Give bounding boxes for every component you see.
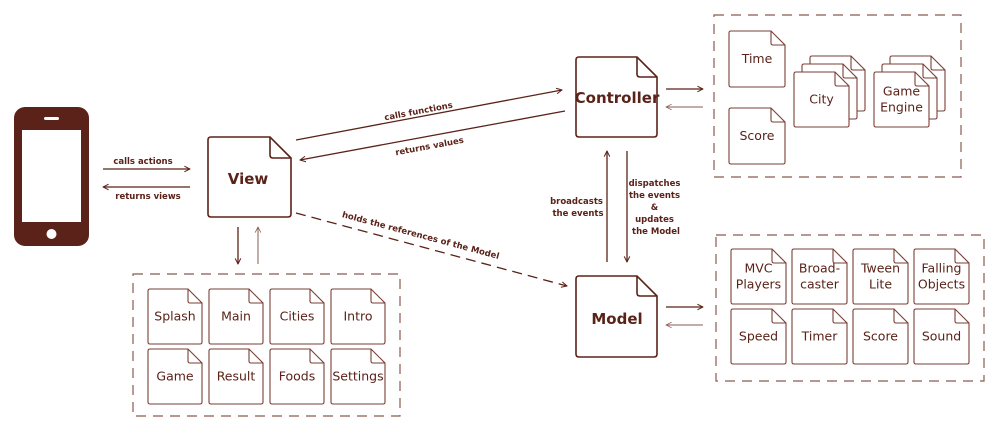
dispatches-line-5: the Model xyxy=(632,227,680,237)
controller-item-score-label: Score xyxy=(739,128,774,143)
controller-item-score[interactable]: Score xyxy=(728,107,786,165)
view-item-foods-label: Foods xyxy=(279,369,316,384)
model-group-edges xyxy=(666,307,703,325)
view-label: View xyxy=(228,170,269,188)
view-item-foods[interactable]: Foods xyxy=(269,348,325,405)
view-item-cities-label: Cities xyxy=(280,309,315,324)
view-item-main[interactable]: Main xyxy=(208,288,264,345)
view-item-settings-label: Settings xyxy=(332,369,383,384)
view-item-settings[interactable]: Settings xyxy=(330,348,386,405)
smartphone-icon xyxy=(14,107,89,246)
view-item-game-label: Game xyxy=(156,369,194,384)
model-item-score-label: Score xyxy=(863,329,898,344)
view-item-cities[interactable]: Cities xyxy=(269,288,325,345)
model-item-broadcaster[interactable]: Broad-caster xyxy=(791,248,848,305)
broadcasts-label: broadcasts the events xyxy=(550,197,606,219)
controller-model-edges: broadcasts the events dispatches the eve… xyxy=(550,151,684,262)
view-item-result[interactable]: Result xyxy=(208,348,264,405)
view-group-edges xyxy=(238,227,258,264)
controller-item-city[interactable]: City xyxy=(793,71,850,128)
controller-label: Controller xyxy=(575,89,660,107)
returns-values-label: returns values xyxy=(395,136,465,159)
dispatches-line-4: updates xyxy=(635,215,674,225)
controller-group-edges xyxy=(666,89,703,107)
view-item-main-label: Main xyxy=(221,309,251,324)
dispatches-line-1: dispatches xyxy=(629,179,681,189)
returns-values-arrow xyxy=(300,110,566,160)
view-item-splash-label: Splash xyxy=(154,309,195,324)
view-item-game[interactable]: Game xyxy=(147,348,203,405)
view-model-edge: holds the references of the Model xyxy=(295,210,567,286)
broadcasts-line-1: broadcasts xyxy=(550,197,603,207)
model-label: Model xyxy=(591,310,642,328)
model-group-box xyxy=(715,234,985,382)
calls-functions-arrow xyxy=(295,90,562,141)
controller-node[interactable]: Controller xyxy=(575,56,660,138)
model-item-sound-label: Sound xyxy=(922,329,961,344)
calls-actions-label: calls actions xyxy=(113,157,172,167)
controller-item-time[interactable]: Time xyxy=(728,30,786,88)
model-item-timer[interactable]: Timer xyxy=(791,308,848,365)
calls-functions-label: calls functions xyxy=(384,101,454,124)
controller-group-box xyxy=(713,14,962,178)
view-controller-edges: calls functions returns values xyxy=(295,90,566,160)
dispatches-line-2: the events xyxy=(629,191,680,201)
controller-item-time-label: Time xyxy=(741,51,773,66)
broadcasts-line-2: the events xyxy=(552,209,603,219)
view-item-intro[interactable]: Intro xyxy=(330,288,386,345)
returns-views-label: returns views xyxy=(115,192,180,202)
model-item-score[interactable]: Score xyxy=(852,308,909,365)
view-item-intro-label: Intro xyxy=(343,309,372,324)
model-item-sound[interactable]: Sound xyxy=(913,308,970,365)
model-item-timer-label: Timer xyxy=(801,329,839,344)
controller-item-city-label: City xyxy=(809,92,834,107)
model-node[interactable]: Model xyxy=(575,275,658,358)
dispatches-line-3: & xyxy=(651,203,659,213)
model-item-speed[interactable]: Speed xyxy=(730,308,787,365)
view-item-splash[interactable]: Splash xyxy=(147,288,203,345)
phone-view-edges: calls actions returns views xyxy=(103,157,190,202)
view-node[interactable]: View xyxy=(207,136,292,218)
holds-references-label: holds the references of the Model xyxy=(341,210,501,262)
model-item-speed-label: Speed xyxy=(739,329,778,344)
model-item-broadcaster-label: Broad-caster xyxy=(799,261,840,292)
holds-references-arrow xyxy=(295,212,567,286)
dispatches-label: dispatches the events & updates the Mode… xyxy=(629,179,684,237)
view-item-result-label: Result xyxy=(217,369,256,384)
